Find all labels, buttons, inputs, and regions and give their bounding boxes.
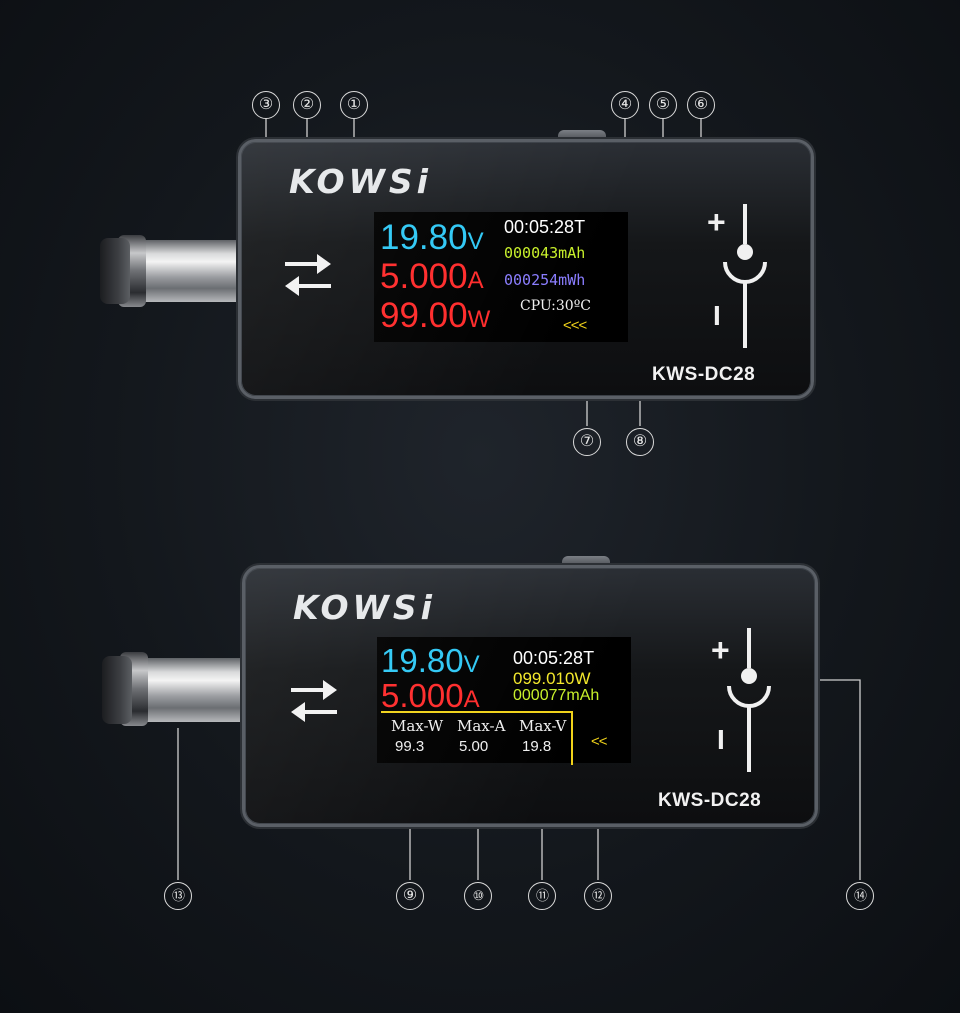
callout-marker-13: ⑬: [164, 882, 192, 910]
device-2-max-a-label: Max-A: [457, 717, 506, 735]
device-2-time: 00:05:28T: [513, 648, 595, 668]
device-2-max-a-value: 5.00: [459, 738, 489, 755]
device-1-model-label: KWS-DC28: [652, 364, 756, 385]
device-2-max-w-value: 99.3: [395, 738, 425, 755]
device-1-bidirectional-arrows-icon: [285, 254, 331, 296]
device-2-current-unit: A: [463, 686, 480, 713]
device-2-voltage-reading: 19.80V: [381, 644, 480, 677]
device-2-capacity: 000077mAh: [513, 687, 600, 704]
device-2-current-reading: 5.000A: [381, 679, 480, 712]
device-1-power-reading: 99.00W: [380, 298, 490, 333]
device-2-direction-indicator: <<: [591, 733, 608, 750]
device-1-polarity-icon: [723, 204, 767, 348]
device-2-max-v-value: 19.8: [522, 738, 552, 755]
device-1-current-value: 5.000: [380, 257, 468, 296]
device-2-bidirectional-arrows-icon: [291, 680, 337, 722]
device-2-dc-plug-barrel: [134, 658, 246, 722]
device-2-polarity-plus: +: [711, 632, 730, 668]
device-1-screen: 19.80V 5.000A 99.00W 00:05:28T 000043mAh…: [374, 212, 628, 342]
callout-marker-7: ⑦: [573, 428, 601, 456]
callout-marker-4: ④: [611, 91, 639, 119]
device-1-body: KOWSi 19.80V 5.000A 99.00W 00:05:28T 000…: [238, 139, 814, 399]
device-1-voltage-value: 19.80: [380, 218, 468, 257]
device-2-voltage-unit: V: [463, 651, 480, 678]
device-2-body: KOWSi 19.80V 5.000A 00:05:28T 099.010W 0…: [242, 565, 818, 827]
device-1-capacity: 000043mAh: [504, 244, 586, 262]
leader-line-14: [818, 679, 861, 880]
device-2-dc-plug-tip: [102, 656, 132, 724]
device-1-polarity-minus: I: [713, 300, 721, 331]
callout-marker-3: ③: [252, 91, 280, 119]
device-1-current-unit: A: [467, 267, 484, 294]
device-1-voltage-unit: V: [467, 228, 484, 255]
device-1-current-reading: 5.000A: [380, 259, 484, 294]
device-2-voltage-value: 19.80: [381, 642, 464, 679]
device-1-power-unit: W: [467, 306, 491, 333]
device-1-dc-plug-barrel: [132, 240, 244, 302]
device-1-voltage-reading: 19.80V: [380, 220, 484, 255]
device-2-max-panel-frame: [381, 711, 573, 765]
callout-marker-9: ⑨: [396, 882, 424, 910]
callout-marker-2: ②: [293, 91, 321, 119]
device-2-polarity-icon: [727, 628, 771, 772]
device-2-brand-logo: KOWSi: [293, 588, 436, 627]
device-1-energy: 000254mWh: [504, 271, 586, 289]
device-1-polarity-plus: +: [707, 204, 726, 240]
callout-marker-6: ⑥: [687, 91, 715, 119]
device-1-cpu-temp: CPU:30ºC: [520, 298, 592, 314]
device-1-time: 00:05:28T: [504, 217, 586, 237]
device-1-dc-plug-tip: [100, 238, 130, 304]
device-1-direction-indicator: <<<: [563, 317, 587, 334]
callout-marker-12: ⑫: [584, 882, 612, 910]
device-2-polarity-minus: I: [717, 724, 725, 755]
device-1-power-value: 99.00: [380, 296, 468, 335]
callout-marker-8: ⑧: [626, 428, 654, 456]
device-2-model-label: KWS-DC28: [658, 790, 762, 811]
device-1-brand-logo: KOWSi: [289, 162, 432, 201]
device-2-current-value: 5.000: [381, 677, 464, 714]
callout-marker-10: ⑩: [464, 882, 492, 910]
callout-marker-5: ⑤: [649, 91, 677, 119]
device-2-max-w-label: Max-W: [391, 717, 444, 735]
callout-marker-1: ①: [340, 91, 368, 119]
callout-marker-14: ⑭: [846, 882, 874, 910]
device-2-screen: 19.80V 5.000A 00:05:28T 099.010W 000077m…: [377, 637, 631, 765]
device-2-max-v-label: Max-V: [519, 717, 567, 735]
device-2-power: 099.010W: [513, 669, 591, 688]
callout-marker-11: ⑪: [528, 882, 556, 910]
